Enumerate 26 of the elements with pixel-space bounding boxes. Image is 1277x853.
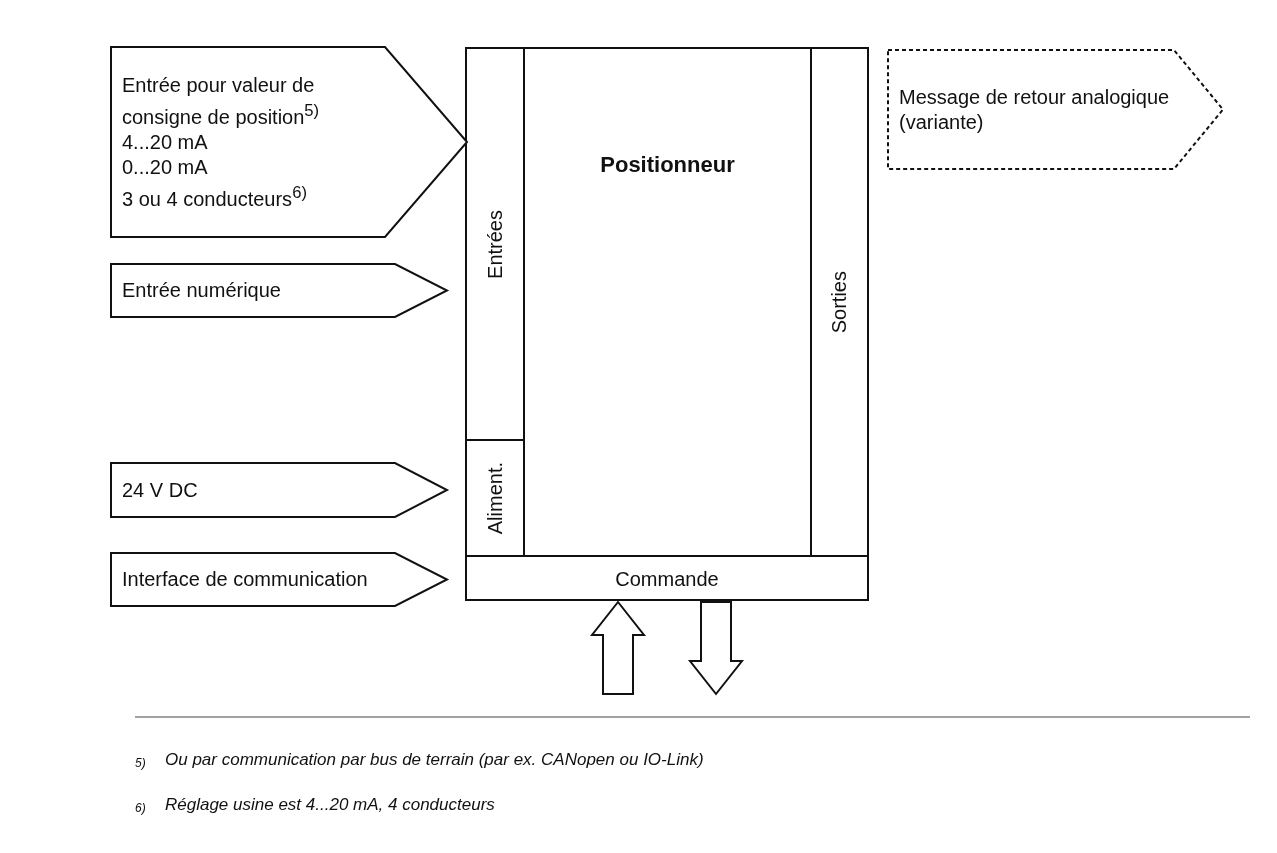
band-label: Commande <box>615 566 719 592</box>
box-text: Entrée numérique <box>122 278 282 303</box>
footnote-number: 5) <box>135 756 146 770</box>
arrow-shaped-box <box>887 49 1224 170</box>
arrow-shaped-box <box>110 462 448 518</box>
footnote-number: 6) <box>135 801 146 815</box>
arrow-shaped-box <box>110 552 448 607</box>
box-text: Message de retour analogique (variante) <box>899 84 1171 135</box>
block-arrow <box>589 600 647 695</box>
arrow-shaped-box <box>110 46 468 238</box>
box-text: 4...20 mA <box>122 129 209 155</box>
band-label: Sorties <box>828 270 851 334</box>
band-label: Entrées <box>483 209 507 279</box>
box-text: Entrée pour valeur de consigne de position$^{5)}$ <box>122 72 321 130</box>
band-label: Aliment. <box>483 461 507 535</box>
band <box>467 49 525 441</box>
box-text: 0...20 mA <box>122 154 209 180</box>
footnote-text: Ou par communication par bus de terrain (par ex. CANopen ou IO-Link) <box>165 750 704 770</box>
box-text: 24 V DC <box>122 477 199 503</box>
arrow-shaped-box <box>110 263 448 318</box>
block-arrow <box>687 601 745 696</box>
positioner-block <box>465 47 869 601</box>
box-text: Interface de communication <box>122 567 369 592</box>
box-text: 3 ou 4 conducteurs$^{6)}$ <box>122 181 308 212</box>
footnote-text: Réglage usine est 4...20 mA, 4 conducteurs <box>165 795 495 815</box>
block-title: Positionneur <box>599 152 736 177</box>
